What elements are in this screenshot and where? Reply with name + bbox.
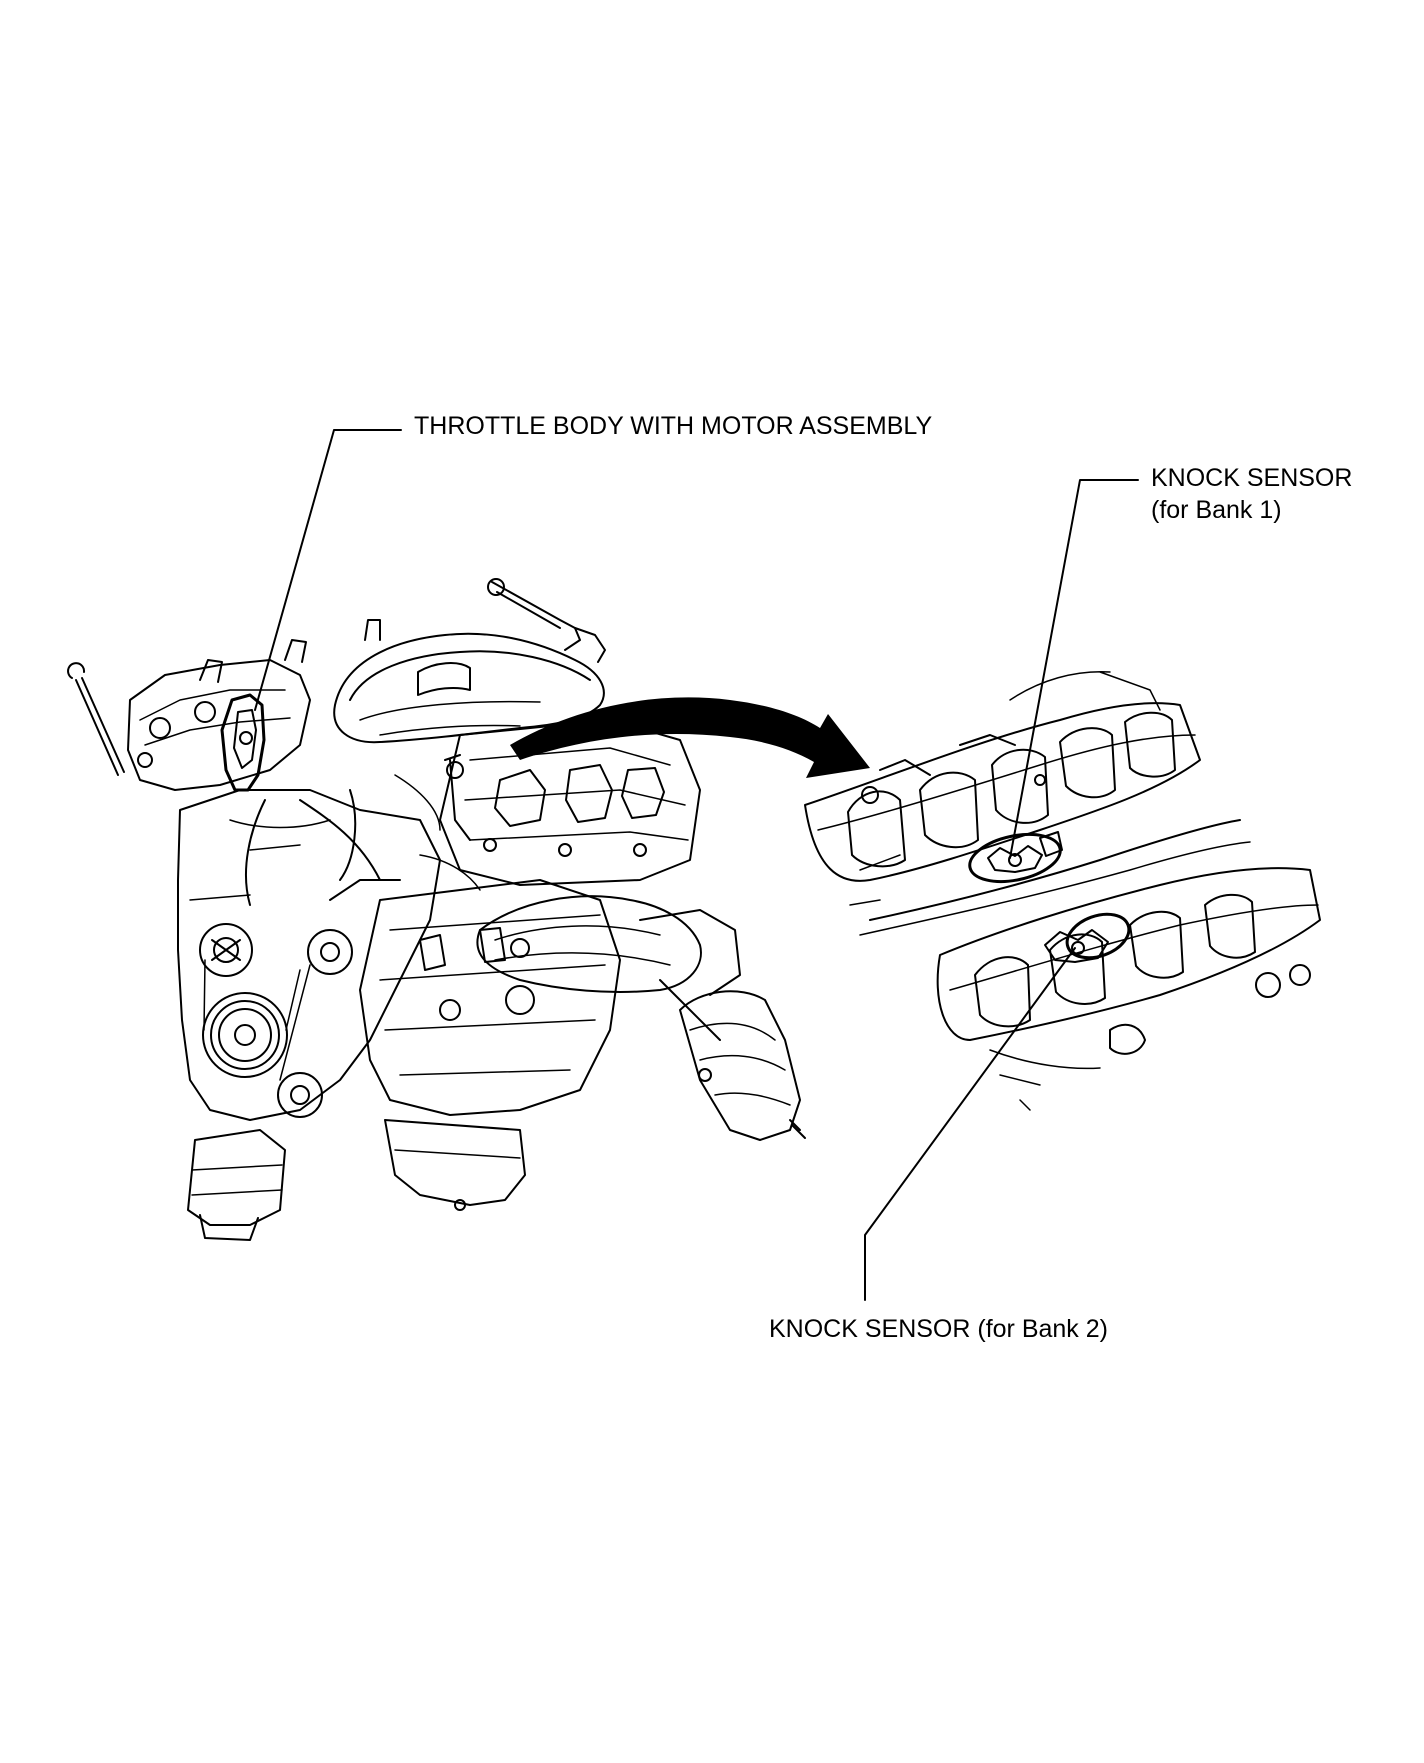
knock-sensor-bank1-label-line1: KNOCK SENSOR [1151, 464, 1353, 492]
knock-sensor-detail-view [804, 671, 1321, 1111]
engine-illustration [67, 578, 806, 1241]
knock-sensor-bank2-leader-line [864, 947, 1076, 1301]
knock-sensor-bank1-label-line2: (for Bank 1) [1151, 496, 1282, 524]
throttle-leader-line [254, 429, 402, 711]
throttle-body-label: THROTTLE BODY WITH MOTOR ASSEMBLY [414, 412, 933, 440]
knock-sensor-bank1-leader-line [1009, 479, 1139, 859]
knock-sensor-bank1-label: KNOCK SENSOR (for Bank 1) [1151, 462, 1352, 526]
knock-sensor-bank2-label: KNOCK SENSOR (for Bank 2) [769, 1315, 1108, 1343]
detail-arrow-icon [510, 697, 870, 778]
leader-lines [254, 429, 1139, 1301]
